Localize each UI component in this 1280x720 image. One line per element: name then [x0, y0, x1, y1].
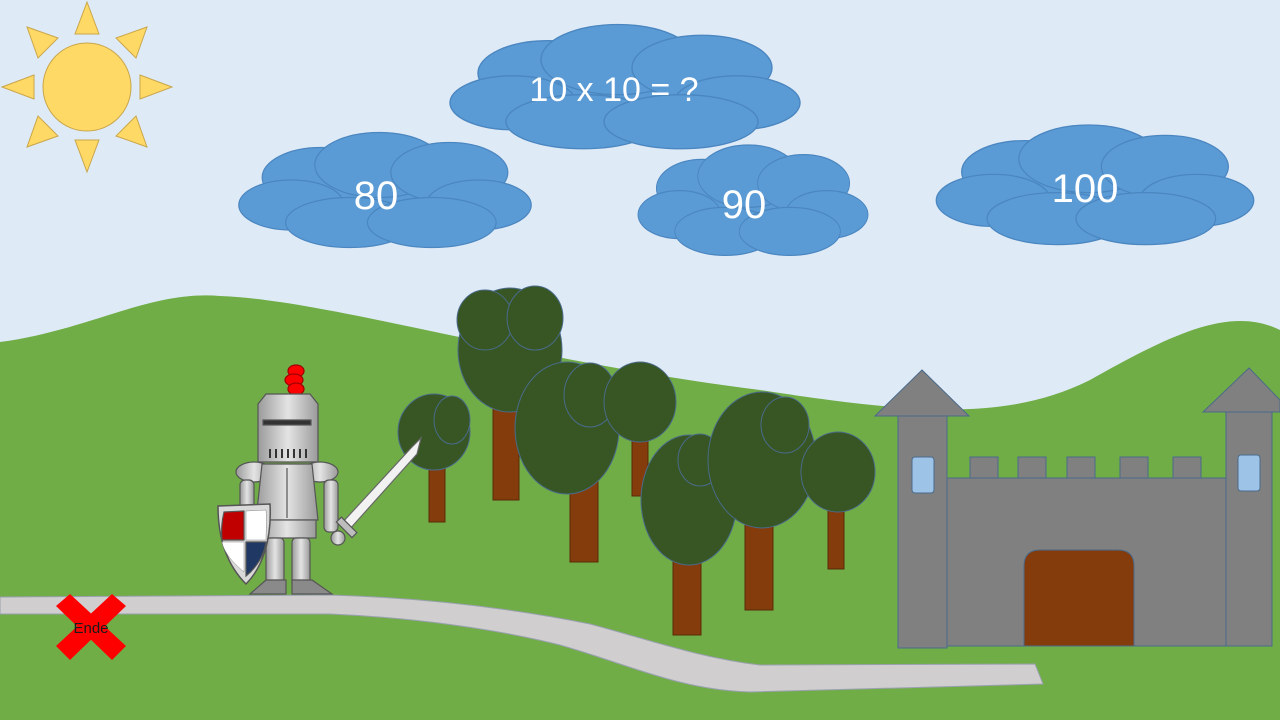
dirt-path [0, 594, 1044, 693]
tree [707, 391, 817, 611]
castle [873, 367, 1280, 649]
question-cloud: 10 x 10 = ? [449, 23, 801, 150]
exit-label: Ende [73, 620, 108, 637]
close-icon [56, 594, 126, 660]
shield-icon [217, 503, 271, 586]
tree [514, 361, 620, 563]
answer-label: 90 [722, 183, 767, 227]
exit-button[interactable]: Ende [56, 594, 126, 660]
answer-cloud-90[interactable]: 90 [637, 144, 869, 257]
answer-cloud-100[interactable]: 100 [935, 124, 1255, 246]
sun-icon [0, 0, 174, 174]
answer-cloud-80[interactable]: 80 [238, 131, 532, 249]
tree [800, 431, 876, 570]
question-text: 10 x 10 = ? [529, 71, 698, 109]
answer-label: 80 [354, 174, 399, 218]
answer-label: 100 [1052, 167, 1119, 211]
knight-character [217, 364, 423, 595]
castle-gate [1023, 549, 1135, 647]
